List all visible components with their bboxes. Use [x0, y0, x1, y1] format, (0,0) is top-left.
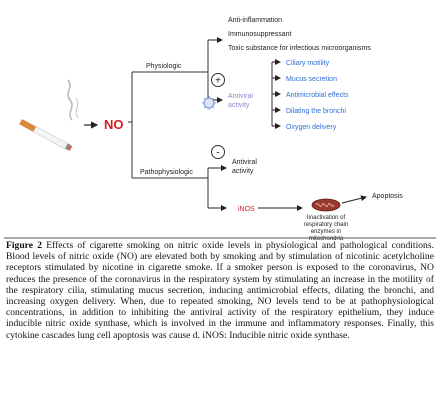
patho-antiviral-line1: Antiviral — [232, 159, 257, 166]
apoptosis-label: Apoptosis — [372, 193, 403, 200]
plus-sign: + — [215, 76, 221, 87]
physiologic-label: Physiologic — [146, 63, 182, 70]
effect-toxic-substance: Toxic substance for infectious microorga… — [228, 45, 371, 52]
patho-antiviral-line2: activity — [232, 168, 254, 175]
effect-ciliary-motility: Ciliary motility — [286, 60, 330, 67]
main-bracket — [128, 71, 208, 179]
coronavirus-icon — [202, 96, 216, 110]
caption-text: Effects of cigarette smoking on nitric o… — [6, 240, 434, 341]
antiviral-activity-line1: Antiviral — [228, 93, 253, 100]
inactivation-line4: mitochondria — [309, 236, 344, 240]
inactivation-line3: enzymes in — [311, 229, 341, 235]
effect-anti-inflammation: Anti-inflammation — [228, 17, 282, 24]
effect-dilating-bronchi: Dilating the bronchi — [286, 108, 346, 115]
no-label: NO — [104, 117, 124, 132]
minus-sign: - — [216, 148, 219, 159]
effect-antimicrobial: Antimicrobial effects — [286, 92, 349, 99]
inactivation-line1: Iinactivation of — [307, 215, 346, 221]
caption-label: Figure 2 — [6, 240, 42, 251]
effect-immunosuppressant: Immunosuppressant — [228, 31, 291, 38]
effect-mucus-secretion: Mucus secretion — [286, 76, 337, 83]
plus-circle — [211, 73, 225, 87]
figure-caption: Figure 2 Effects of cigarette smoking on… — [6, 240, 434, 341]
figure-diagram: NO Physiologic Pathophysiologic Anti-inf… — [4, 17, 436, 242]
cigarette-icon — [19, 79, 79, 151]
mitochondria-icon — [311, 198, 341, 212]
effect-oxygen-delivery: Oxygen delivery — [286, 124, 337, 131]
inactivation-line2: respiratory chain — [304, 222, 348, 228]
arrow-to-apoptosis — [341, 195, 367, 204]
antiviral-activity-line2: activity — [228, 102, 250, 109]
pathophysiologic-label: Pathophysiologic — [140, 169, 193, 176]
minus-circle — [211, 145, 225, 159]
inos-label: iNOS — [238, 206, 255, 213]
